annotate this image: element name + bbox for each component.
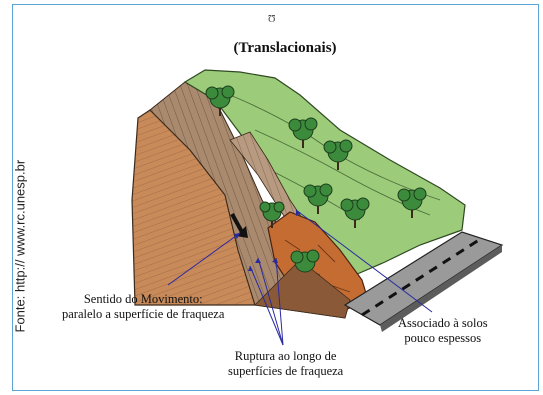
associated-label: Associado à solos pouco espessos (398, 316, 488, 345)
tree-icon (259, 201, 285, 228)
top-mark: Ʊ (268, 14, 276, 25)
tree-icon (323, 139, 353, 170)
tree-icon (303, 183, 333, 214)
road-center-line (361, 236, 483, 317)
movement-label: Sentido do Movimento: paralelo a superfí… (62, 292, 225, 321)
figure-title: (Translacionais) (233, 40, 337, 56)
rupture-label: Ruptura ao longo de superfícies de fraqu… (228, 349, 344, 378)
tree-icon (340, 197, 370, 228)
pointer-lines (167, 209, 433, 346)
tree-icon (290, 249, 320, 273)
tree-icon (397, 187, 427, 218)
tree-icon (288, 117, 318, 148)
tree-icon (205, 85, 235, 116)
